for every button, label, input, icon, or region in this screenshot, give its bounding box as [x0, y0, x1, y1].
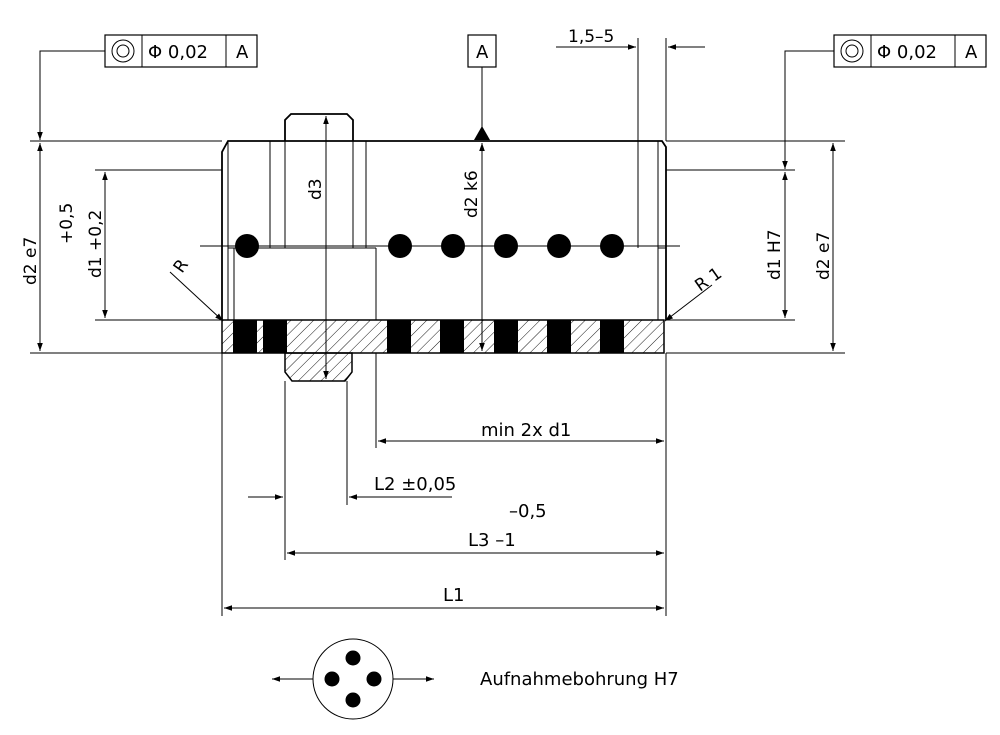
caption: Aufnahmebohrung H7	[480, 669, 679, 690]
concentricity-icon	[840, 39, 864, 63]
dim-d3: d3	[306, 178, 326, 200]
tolerance-value-right: Φ 0,02	[877, 42, 937, 63]
datum-ref-right: A	[965, 42, 978, 63]
datum-a-label: A	[476, 42, 489, 63]
dim-l3-tol-upper: –0,5	[509, 501, 547, 522]
dim-d2-left: d2 e7	[21, 237, 41, 285]
dim-d2-right: d2 e7	[814, 232, 834, 280]
dim-d1-h7: d1 H7	[765, 229, 785, 280]
dim-l2: L2 ±0,05	[374, 474, 456, 495]
dimension-lines	[37, 44, 836, 611]
dim-l3: L3 –1	[468, 530, 516, 551]
dim-r-right: R 1	[691, 264, 725, 296]
tolerance-frame-left: Φ 0,02 A	[37, 34, 258, 140]
mounting-bore-icon	[272, 638, 434, 720]
datum-ref-left: A	[236, 42, 249, 63]
extension-lines	[30, 38, 845, 616]
datum-a: A	[467, 34, 497, 140]
dim-d1-left: d1 +0,2	[86, 210, 106, 278]
dim-r-left: R	[170, 256, 193, 277]
tolerance-frame-right: Φ 0,02 A	[782, 34, 987, 169]
dim-gap: 1,5–5	[568, 27, 614, 47]
dim-l1: L1	[443, 585, 464, 606]
tolerance-value-left: Φ 0,02	[148, 42, 208, 63]
dim-min-2x-d1: min 2x d1	[481, 420, 571, 441]
dim-d1-tol-upper: +0,5	[57, 203, 77, 244]
bushing-body	[221, 113, 667, 382]
dim-d2-k6: d2 k6	[462, 170, 482, 218]
concentricity-icon	[111, 39, 135, 63]
